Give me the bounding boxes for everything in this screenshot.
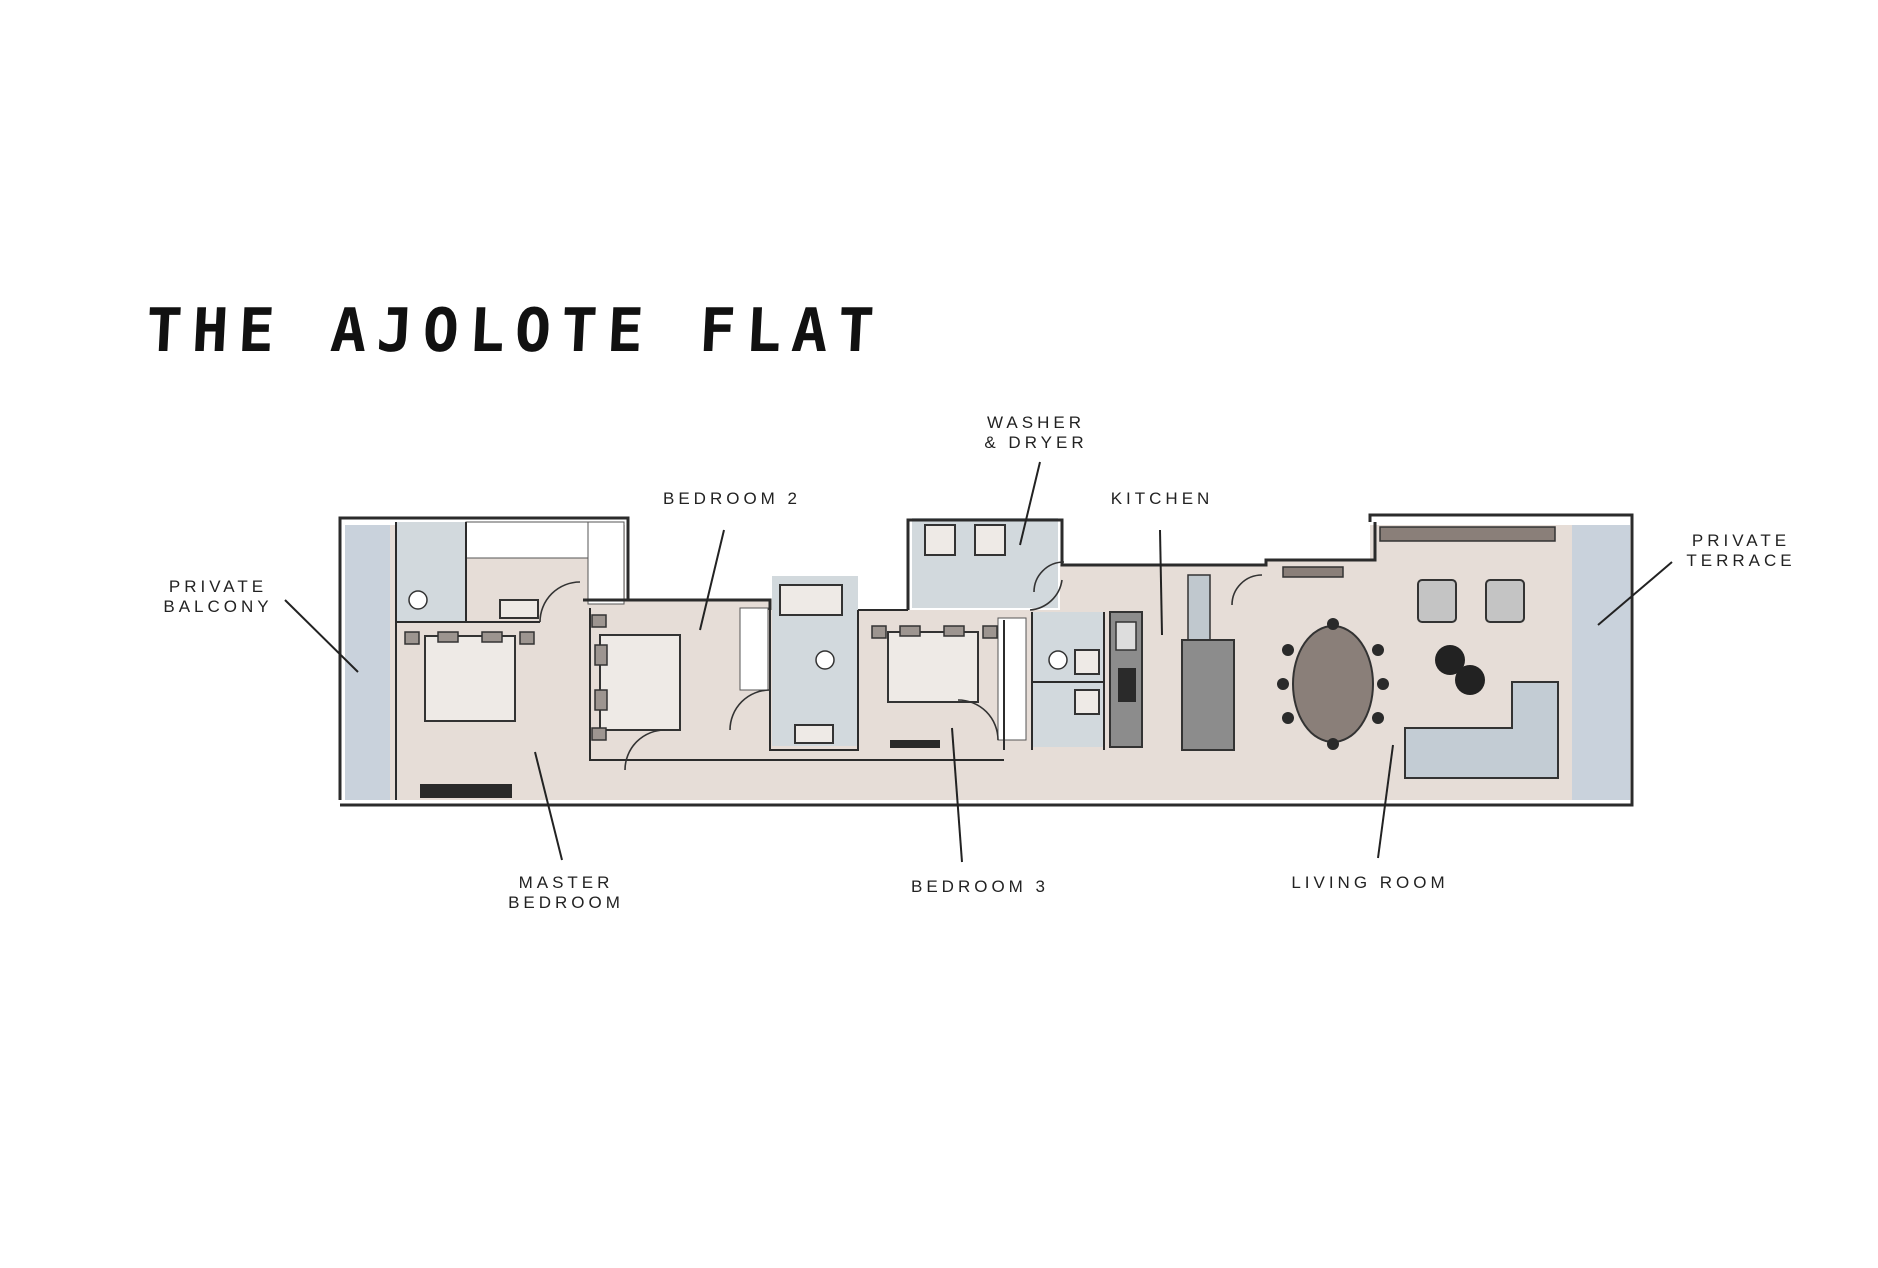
master-bathroom	[396, 522, 466, 622]
bath-3-sink-2	[1074, 689, 1100, 715]
kitchen-wall-cabinet	[1187, 574, 1211, 641]
walls	[338, 513, 1634, 807]
label-private-terrace-line1: PRIVATE	[1692, 531, 1790, 550]
bedroom-3-bed	[887, 631, 979, 703]
sofa	[1404, 681, 1559, 779]
label-private-balcony-line1: PRIVATE	[169, 577, 267, 596]
armchair-2	[1485, 579, 1525, 623]
label-bedroom-2: BEDROOM 2	[663, 489, 801, 631]
label-kitchen: KITCHEN	[1111, 489, 1214, 636]
label-living-room: LIVING ROOM	[1291, 744, 1448, 892]
label-master-bedroom: MASTER BEDROOM	[508, 751, 624, 912]
label-bedroom-2-text: BEDROOM 2	[663, 489, 801, 508]
bath-3-toilet	[1048, 650, 1068, 670]
label-private-balcony-line2: BALCONY	[163, 597, 272, 616]
bath-2-toilet	[815, 650, 835, 670]
label-bedroom-3: BEDROOM 3	[911, 727, 1049, 896]
bedroom-3-tv	[890, 740, 940, 748]
doors	[539, 561, 1263, 771]
kitchen-sink	[1115, 621, 1137, 651]
living-sideboard	[1379, 526, 1556, 542]
label-private-balcony: PRIVATE BALCONY	[163, 577, 359, 673]
master-bed	[424, 635, 516, 722]
bath-2-sink	[794, 724, 834, 744]
bath-3-sink-1	[1074, 649, 1100, 675]
washer-icon	[924, 524, 956, 556]
label-washer-dryer: WASHER & DRYER	[984, 413, 1087, 546]
private-balcony	[345, 525, 390, 800]
bath-2-shower	[779, 584, 843, 616]
kitchen-island	[1181, 639, 1235, 751]
private-terrace	[1572, 525, 1630, 800]
label-washer-dryer-line2: & DRYER	[984, 433, 1087, 452]
dining-table	[1292, 625, 1374, 743]
label-private-terrace: PRIVATE TERRACE	[1597, 531, 1795, 626]
coffee-table-1	[1435, 645, 1465, 675]
coffee-table-2	[1455, 665, 1485, 695]
label-private-terrace-line2: TERRACE	[1686, 551, 1795, 570]
living-console	[1282, 566, 1344, 578]
armchair-1	[1417, 579, 1457, 623]
bedroom-2-bed	[599, 634, 681, 731]
label-master-bedroom-line2: BEDROOM	[508, 893, 624, 912]
master-tv	[420, 784, 512, 798]
master-sink	[499, 599, 539, 619]
bathroom-3	[1032, 612, 1104, 747]
label-kitchen-text: KITCHEN	[1111, 489, 1214, 508]
dryer-icon	[974, 524, 1006, 556]
master-toilet	[408, 590, 428, 610]
label-master-bedroom-line1: MASTER	[519, 873, 614, 892]
label-washer-dryer-line1: WASHER	[987, 413, 1085, 432]
kitchen-stove	[1118, 668, 1136, 702]
label-bedroom-3-text: BEDROOM 3	[911, 877, 1049, 896]
label-living-room-text: LIVING ROOM	[1291, 873, 1448, 892]
